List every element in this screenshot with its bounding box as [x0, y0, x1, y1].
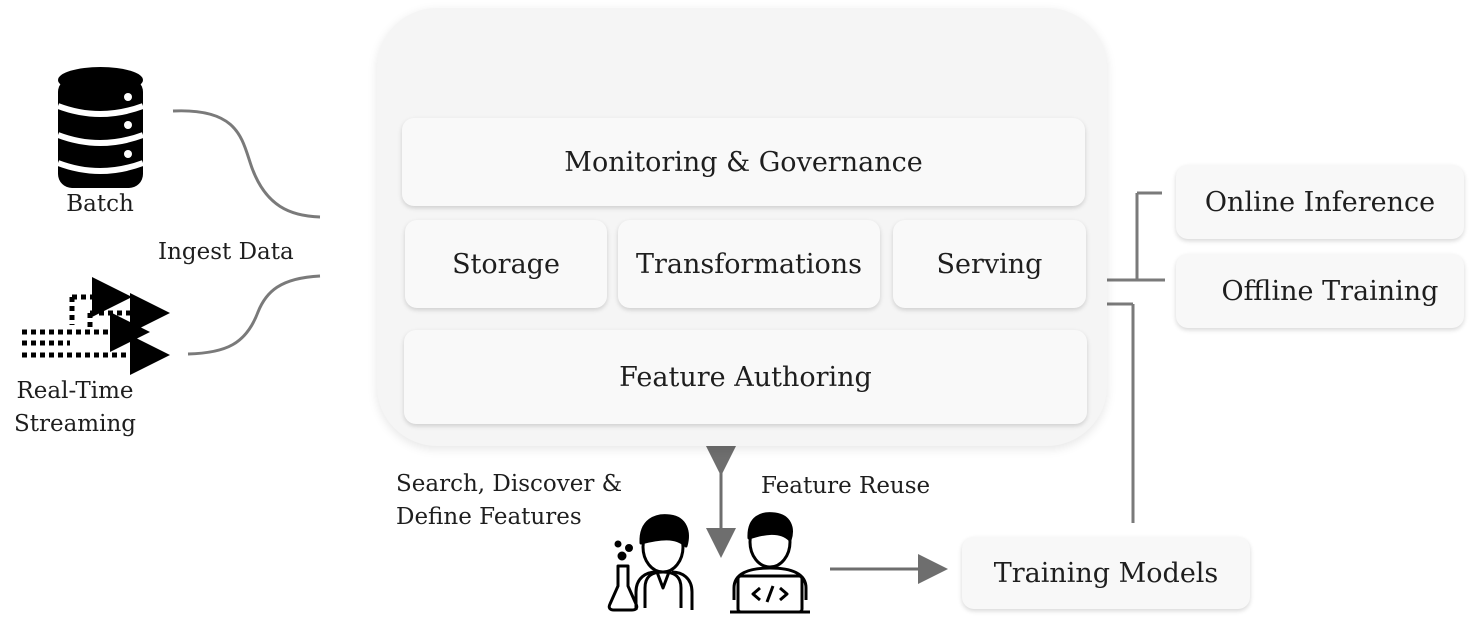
serving-box: Serving — [893, 220, 1086, 308]
training-models-box: Training Models — [962, 537, 1250, 609]
streaming-ingest-curve — [187, 274, 321, 356]
search-discover-label-line2: Define Features — [396, 504, 582, 530]
batch-ingest-curve — [172, 109, 321, 219]
streaming-label-line1: Real-Time — [16, 378, 134, 404]
batch-label: Batch — [66, 191, 134, 217]
feature-authoring-box: Feature Authoring — [404, 330, 1087, 424]
online-inference-box: Online Inference — [1176, 165, 1464, 239]
developer-icon — [730, 512, 810, 614]
search-discover-label-line1: Search, Discover & — [396, 471, 623, 497]
feature-reuse-label: Feature Reuse — [761, 473, 931, 499]
streaming-label-line2: Streaming — [13, 411, 137, 437]
offline-training-box: Offline Training — [1176, 254, 1464, 328]
database-icon — [56, 67, 145, 188]
scientist-icon — [607, 514, 694, 612]
transformations-box: Transformations — [618, 220, 880, 308]
serving-output-bracket — [1106, 191, 1165, 523]
ingest-data-label: Ingest Data — [158, 239, 294, 265]
storage-box: Storage — [405, 220, 607, 308]
streaming-icon — [22, 277, 170, 375]
monitoring-governance-box: Monitoring & Governance — [402, 118, 1085, 206]
